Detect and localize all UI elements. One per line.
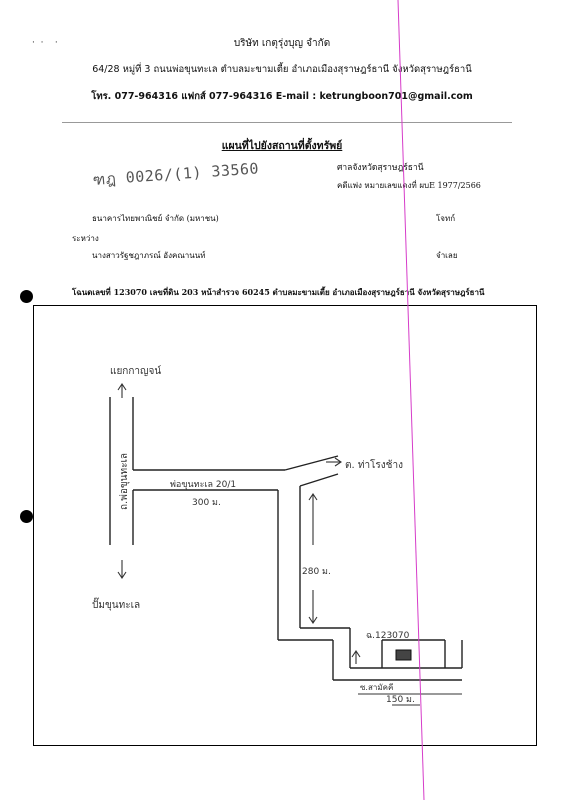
map-label-280m: 280 ม. bbox=[302, 567, 331, 577]
map-label-south: ปั๊มขุนทะเล bbox=[92, 597, 140, 611]
company-contact: โทร. 077-964316 แฟกส์ 077-964316 E-mail … bbox=[91, 91, 473, 102]
property-plot bbox=[395, 649, 412, 661]
road-lines bbox=[109, 397, 463, 681]
deed-info: โฉนดเลขที่ 123070 เลขที่ดิน 203 หน้าสำรว… bbox=[72, 287, 485, 297]
map-label-lane: ซ.สามัคคี bbox=[360, 683, 393, 692]
defendant-name: นางสาวรัฐชฎาภรณ์ อังคณานนท์ bbox=[92, 251, 206, 260]
map-label-300m: 300 ม. bbox=[192, 498, 221, 508]
map-label-destination: ต. ท่าโรงช้าง bbox=[345, 458, 403, 471]
map-label-side-road: พ่อขุนทะเล 20/1 bbox=[170, 480, 236, 490]
plaintiff-role: โจทก์ bbox=[436, 214, 456, 223]
company-name: บริษัท เกตุรุ่งบุญ จำกัด bbox=[233, 38, 331, 49]
between-label: ระหว่าง bbox=[72, 234, 99, 243]
company-address: 64/28 หมู่ที่ 3 ถนนพ่อขุนทะเล ตำบลมะขามเ… bbox=[92, 64, 472, 75]
punch-hole-top bbox=[20, 290, 33, 303]
map-frame bbox=[33, 305, 537, 746]
punch-hole-bottom bbox=[20, 510, 33, 523]
court-name: ศาลจังหวัดสุราษฎร์ธานี bbox=[337, 163, 424, 173]
map-label-main-road: ถ.พ่อขุนทะเล bbox=[119, 453, 130, 510]
plaintiff-name: ธนาคารไทยพาณิชย์ จำกัด (มหาชน) bbox=[92, 214, 219, 223]
document-title: แผนที่ไปยังสถานที่ตั้งทรัพย์ bbox=[221, 140, 343, 152]
header-rule bbox=[62, 122, 512, 123]
map-label-150m: 150 ม. bbox=[386, 695, 415, 705]
map-label-north: แยกกาญจน์ bbox=[110, 365, 161, 377]
scan-speck: · · · bbox=[32, 38, 58, 48]
defendant-role: จำเลย bbox=[436, 251, 458, 260]
map-label-deed: ฉ.123070 bbox=[366, 631, 410, 641]
